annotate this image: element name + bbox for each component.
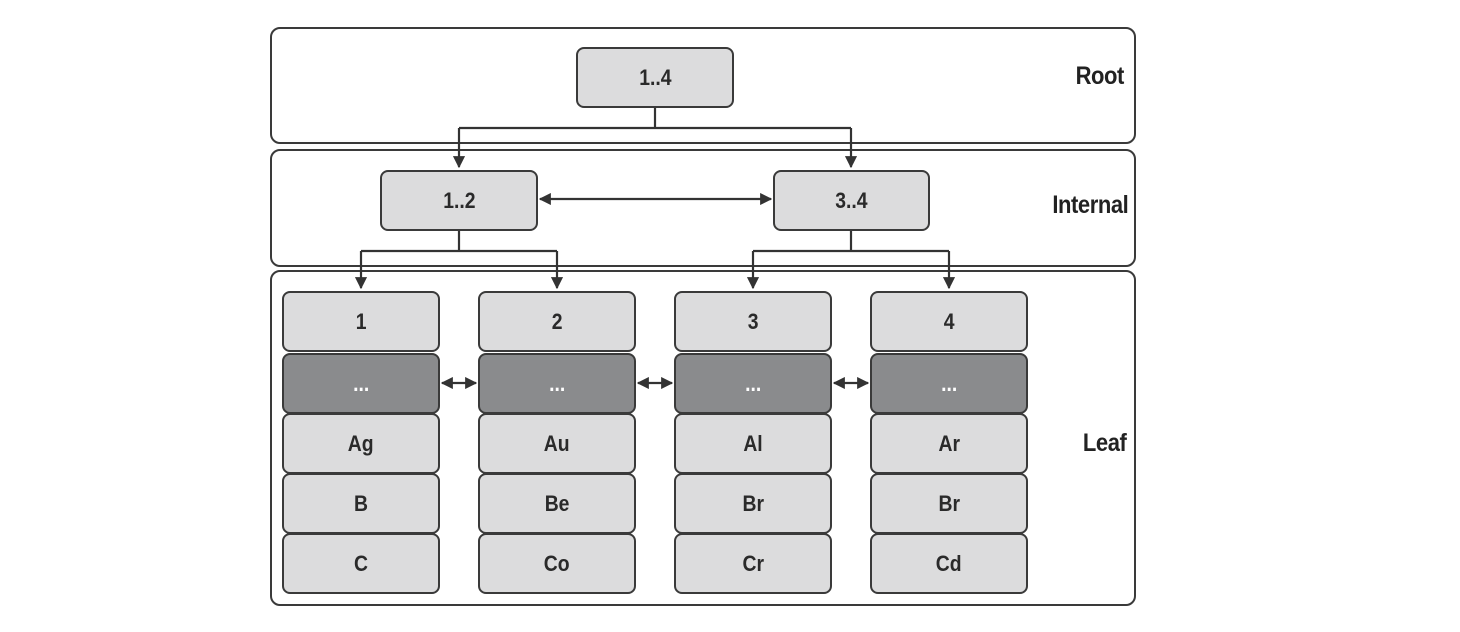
leaf-key-label: Br (742, 490, 764, 516)
leaf-ellipsis-row: ... (870, 353, 1028, 414)
leaf-header-label: 3 (747, 308, 759, 334)
leaf-header: 3 (674, 291, 832, 352)
leaf-key-label: Co (544, 550, 570, 576)
leaf-level-label: Leaf (1082, 429, 1127, 457)
leaf-header-label: 2 (551, 308, 563, 334)
leaf-key-row: Cr (674, 533, 832, 594)
leaf-ellipsis-row: ... (282, 353, 440, 414)
internal-level-label: Internal (1052, 191, 1128, 219)
leaf-key-label: Br (938, 490, 960, 516)
leaf-key-row: Be (478, 473, 636, 534)
root-level-label: Root (1075, 62, 1125, 90)
leaf-key-row: Br (870, 473, 1028, 534)
leaf-key-row: Ag (282, 413, 440, 474)
leaf-key-row: B (282, 473, 440, 534)
leaf-key-row: Br (674, 473, 832, 534)
leaf-ellipsis-label: ... (352, 370, 370, 396)
leaf-header-label: 4 (943, 308, 955, 334)
leaf-key-label: Cr (742, 550, 764, 576)
leaf-key-row: Ar (870, 413, 1028, 474)
leaf-key-row: Au (478, 413, 636, 474)
leaf-ellipsis-label: ... (548, 370, 566, 396)
leaf-key-row: C (282, 533, 440, 594)
leaf-key-label: Ag (348, 430, 374, 456)
leaf-key-row: Al (674, 413, 832, 474)
leaf-ellipsis-row: ... (674, 353, 832, 414)
leaf-header: 4 (870, 291, 1028, 352)
leaf-ellipsis-row: ... (478, 353, 636, 414)
internal-node-1: 1..2 (380, 170, 538, 231)
leaf-ellipsis-label: ... (940, 370, 958, 396)
root-node: 1..4 (576, 47, 734, 108)
leaf-key-label: Ar (938, 430, 960, 456)
leaf-ellipsis-label: ... (744, 370, 762, 396)
leaf-key-label: Cd (936, 550, 962, 576)
leaf-key-row: Co (478, 533, 636, 594)
leaf-header: 1 (282, 291, 440, 352)
leaf-header-label: 1 (355, 308, 367, 334)
internal-node-1-label: 1..2 (442, 187, 476, 213)
leaf-header: 2 (478, 291, 636, 352)
leaf-key-label: Au (544, 430, 570, 456)
internal-node-2-label: 3..4 (835, 187, 868, 213)
leaf-key-label: C (354, 550, 368, 576)
leaf-key-label: Al (743, 430, 763, 456)
root-node-label: 1..4 (638, 64, 672, 90)
leaf-key-label: B (354, 490, 368, 516)
leaf-key-label: Be (544, 490, 570, 516)
leaf-key-row: Cd (870, 533, 1028, 594)
internal-node-2: 3..4 (773, 170, 930, 231)
